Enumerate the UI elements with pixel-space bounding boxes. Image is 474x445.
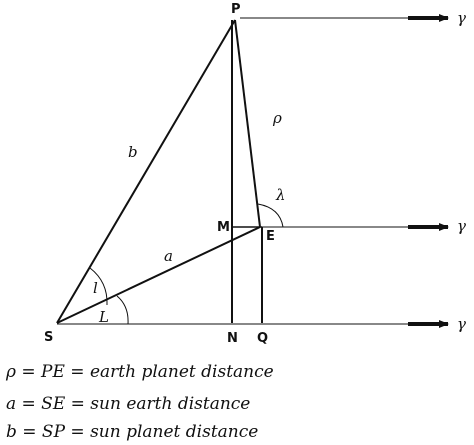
side-label-b: b [128, 143, 138, 161]
point-label-s: S [44, 330, 53, 345]
legend-b-definition: b = SP = sun planet distance [6, 422, 259, 442]
side-label-a: a [164, 247, 173, 265]
point-label-m: M [217, 220, 230, 235]
gamma-label-mid: γ [457, 217, 466, 235]
point-label-e: E [266, 229, 275, 244]
line-sp [56, 19, 236, 324]
angle-label-L: L [98, 308, 109, 326]
angle-label-l: l [93, 279, 98, 297]
legend-rho-definition: ρ = PE = earth planet distance [6, 362, 274, 382]
angle-arc-L [116, 295, 129, 325]
angle-label-lambda: λ [275, 186, 286, 204]
point-label-p: P [231, 2, 241, 17]
legend-a-definition: a = SE = sun earth distance [6, 394, 251, 414]
point-label-n: N [227, 331, 238, 346]
point-label-q: Q [257, 331, 268, 346]
angle-arc-lambda [257, 203, 284, 228]
line-pe [234, 19, 261, 228]
gamma-label-top: γ [457, 9, 466, 27]
angle-arc-l [89, 267, 108, 306]
side-label-rho: ρ [272, 109, 282, 127]
line-se [56, 226, 261, 324]
gamma-label-bottom: γ [457, 315, 466, 333]
